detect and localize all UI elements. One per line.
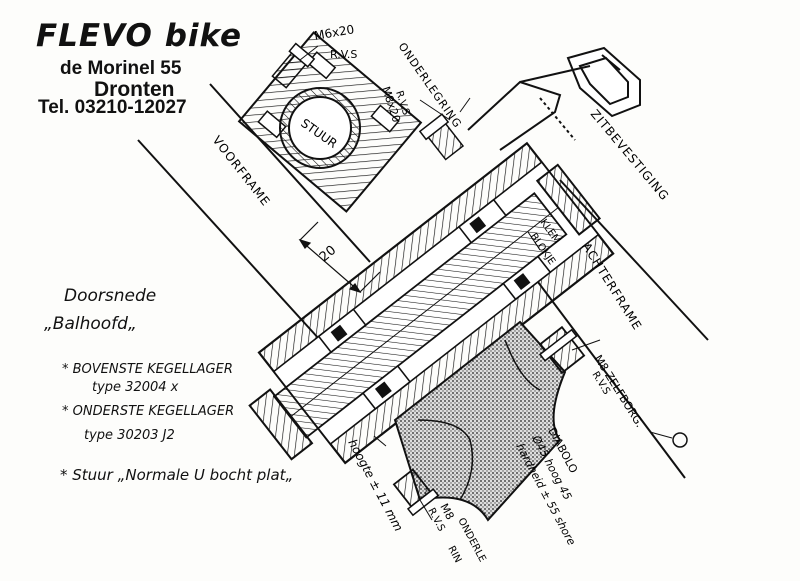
label-dim-20: 20 xyxy=(317,243,339,265)
company-city: Dronten xyxy=(94,78,175,101)
note-subject: „Balhoofd„ xyxy=(44,314,137,334)
company-logo: FLEVO bike xyxy=(36,18,243,54)
company-phone: Tel. 03210-12027 xyxy=(38,97,187,118)
note-lower-bearing: * ONDERSTE KEGELLAGER xyxy=(62,404,235,419)
label-zitbevestiging: ZITBEVESTIGING xyxy=(588,107,672,204)
reference-circle-icon xyxy=(672,432,688,448)
note-handlebar: * Stuur „Normale U bocht plat„ xyxy=(60,466,294,484)
label-onderlegring-bottom2: RIN xyxy=(445,544,463,565)
label-bolt-top-rvs: R.V.S xyxy=(330,48,357,61)
seat-mount-bracket xyxy=(467,46,641,151)
voorframe-tube xyxy=(137,83,371,341)
company-address: de Morinel 55 xyxy=(60,58,182,79)
note-title: Doorsnede xyxy=(64,286,157,306)
bolt-m6x20-icon xyxy=(271,42,316,89)
diabolo-damper xyxy=(393,320,567,522)
head-tube xyxy=(248,141,615,465)
note-upper-bearing: * BOVENSTE KEGELLAGER xyxy=(62,362,233,377)
zelfborg-nut-icon xyxy=(538,325,586,375)
label-bolt-top: M6x20 xyxy=(313,22,355,43)
dimension-20 xyxy=(298,221,381,294)
handlebar-bore xyxy=(288,96,352,160)
note-upper-bearing-type: type 32004 x xyxy=(92,380,179,395)
note-lower-bearing-type: type 30203 J2 xyxy=(84,428,175,443)
bolt-m8-bottom-icon xyxy=(392,468,440,517)
leader-lines xyxy=(299,45,673,521)
bolt-m8x20-icon xyxy=(418,113,465,161)
